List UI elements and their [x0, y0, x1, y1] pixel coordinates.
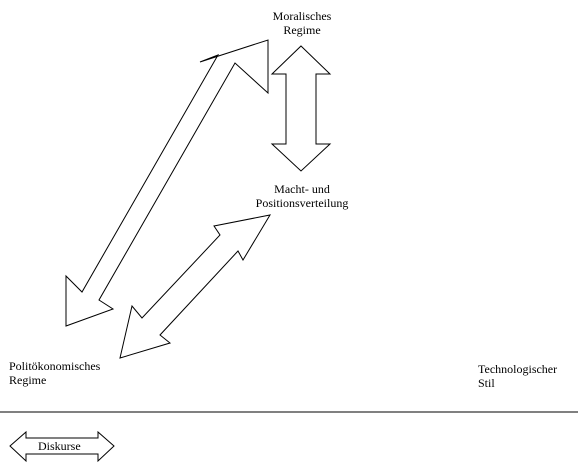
legend-arrow	[9, 430, 115, 463]
arrow-moral-macht	[270, 45, 332, 172]
node-tech-line1: Technologischer	[478, 362, 558, 376]
node-macht-line1: Macht- und	[274, 182, 330, 196]
node-polit-line2: Regime	[9, 373, 47, 387]
arrow-moral-polit	[65, 39, 269, 327]
legend-label-diskurse: Diskurse	[38, 439, 81, 453]
arrow-macht-polit	[119, 214, 272, 359]
node-moralisches-regime-line1: Moralisches	[272, 9, 332, 23]
node-polit-line1: Politökonomisches	[9, 359, 101, 373]
node-tech-line2: Stil	[478, 376, 495, 390]
node-technologischer-stil: Technologischer Stil	[478, 362, 557, 390]
node-macht-line2: Positionsverteilung	[255, 196, 349, 210]
node-moralisches-regime-line2: Regime	[283, 23, 321, 37]
node-moralisches-regime: Moralisches Regime	[258, 9, 346, 37]
node-politoekonomisches-regime: Politökonomisches Regime	[9, 359, 100, 387]
node-macht-positionsverteilung: Macht- und Positionsverteilung	[244, 182, 360, 210]
